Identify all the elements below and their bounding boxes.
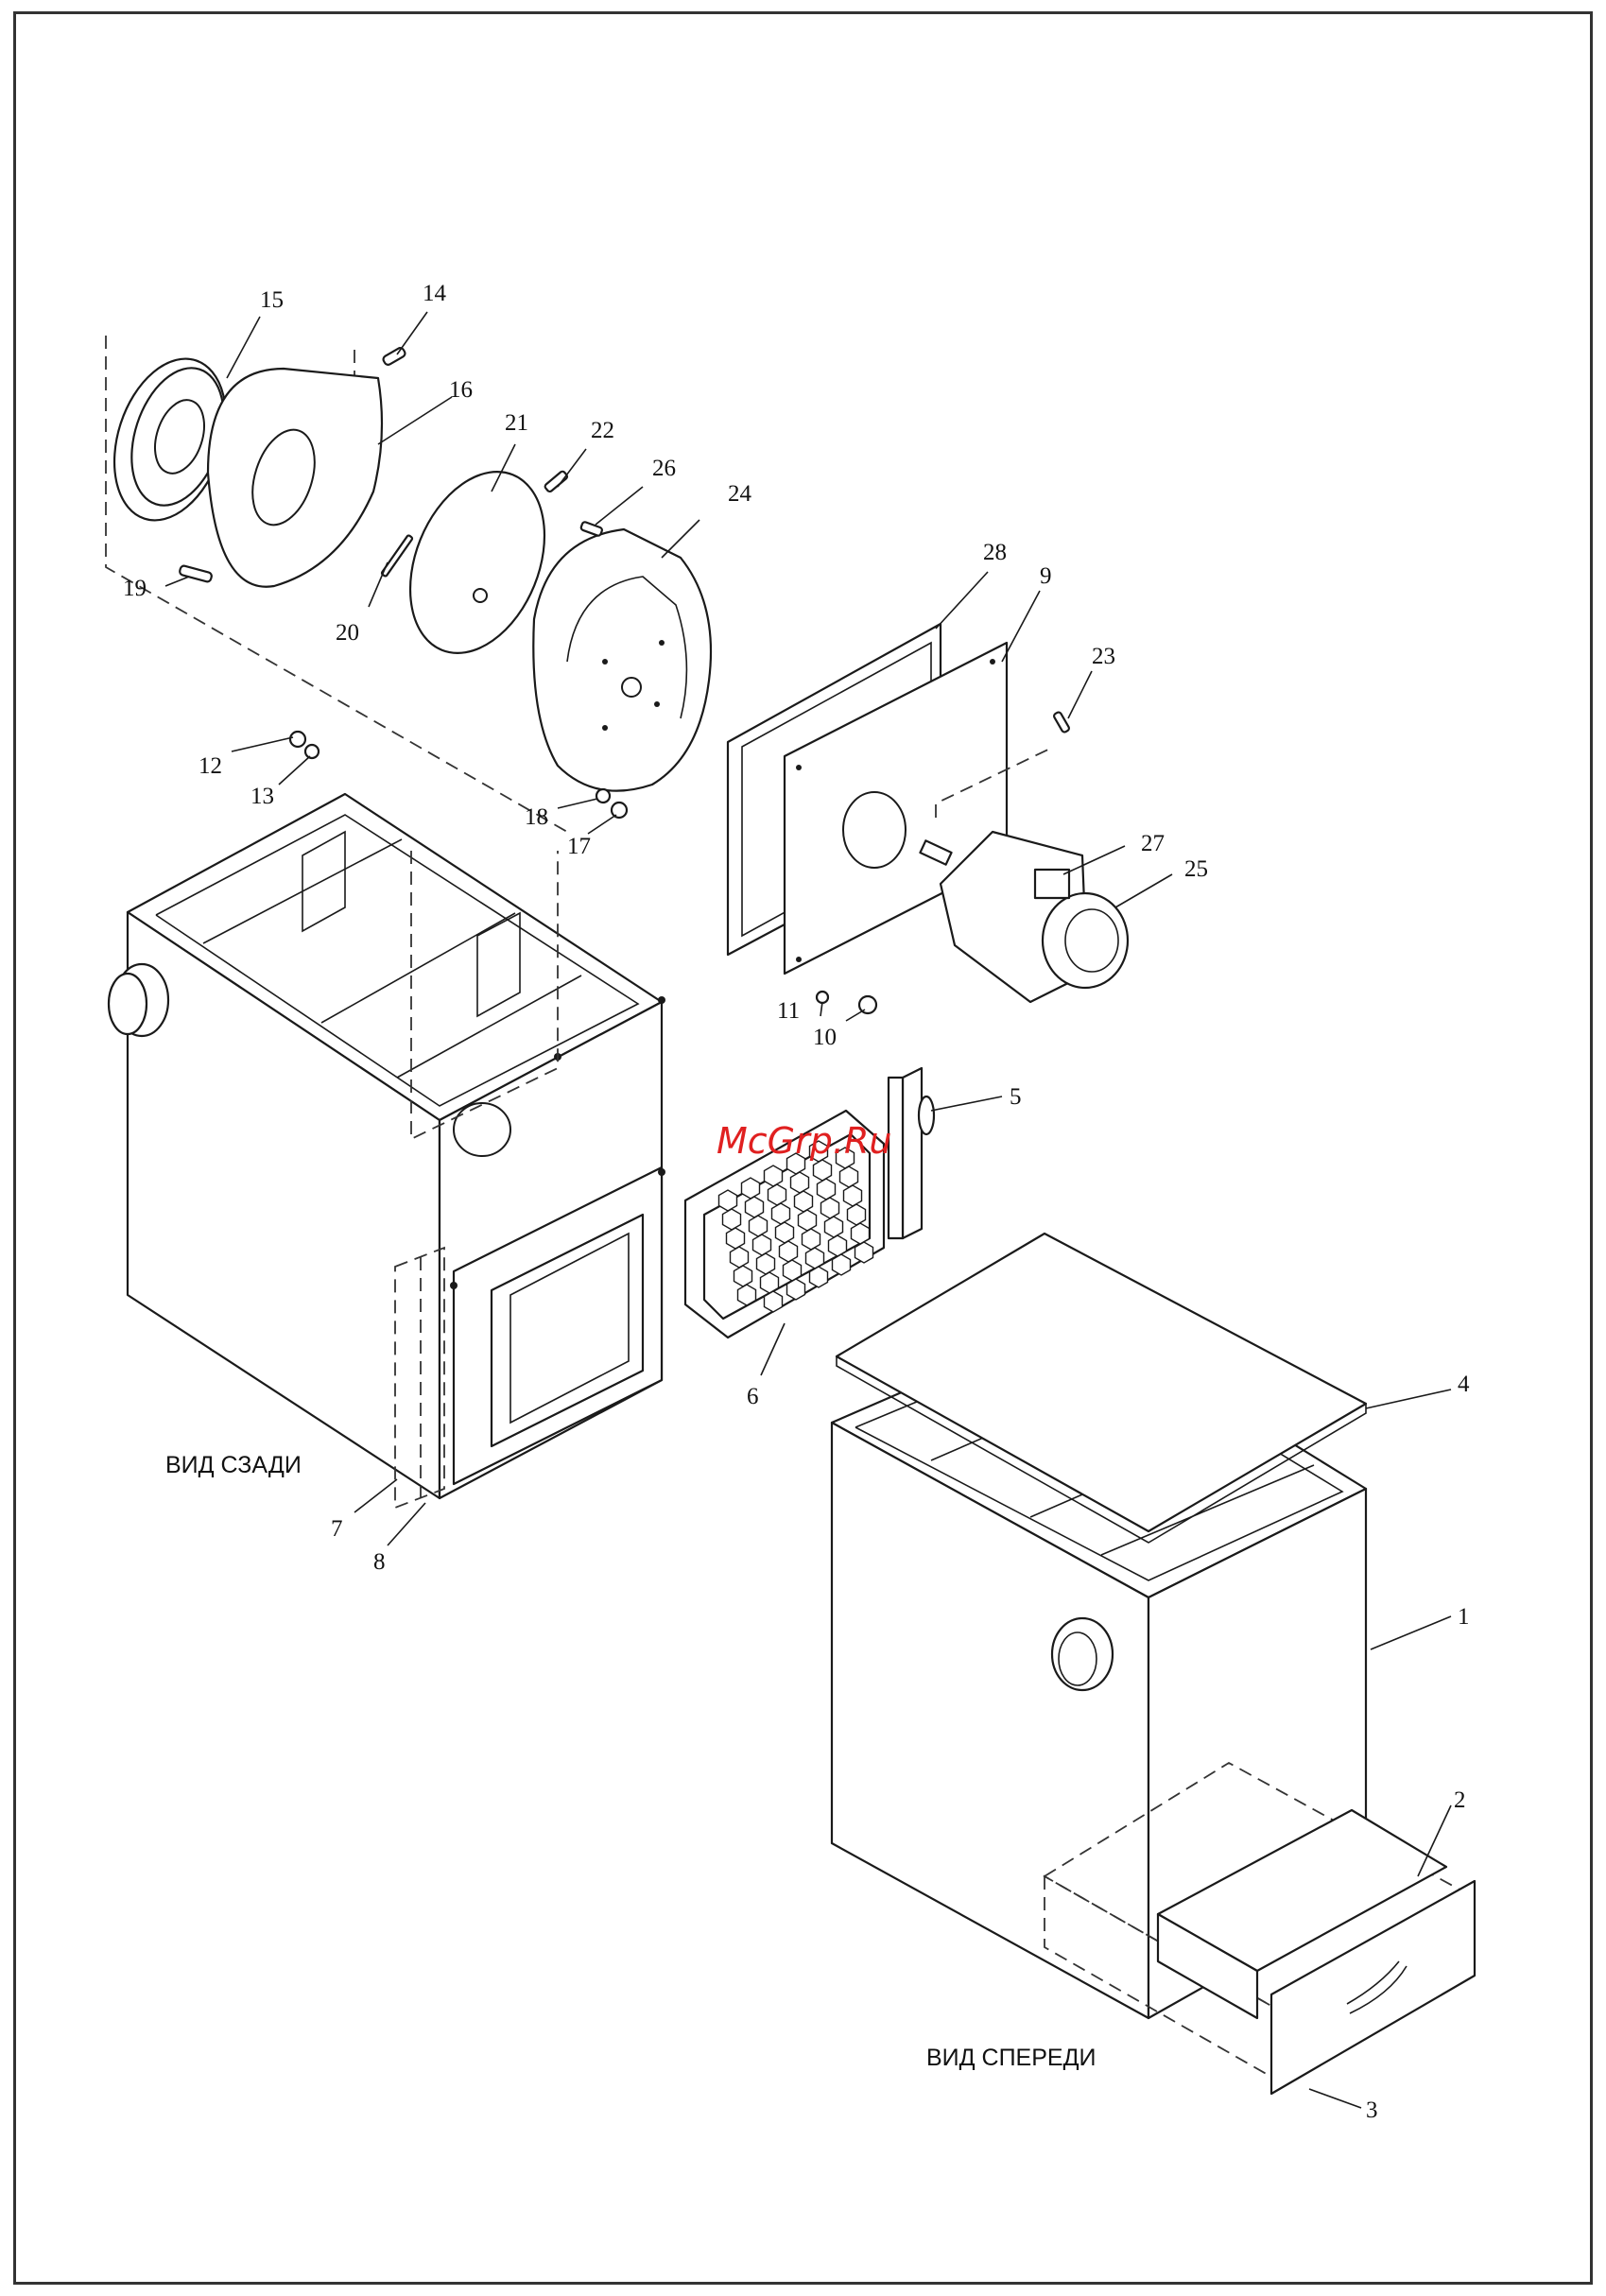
callout-9: 9 <box>1040 563 1052 589</box>
filter-cell <box>731 1247 749 1268</box>
callout-24: 24 <box>728 481 752 507</box>
filter-cell <box>765 1291 783 1312</box>
filter-cell <box>753 1234 771 1255</box>
filter-cell <box>803 1229 820 1250</box>
callout-19: 19 <box>123 576 147 601</box>
callout-28: 28 <box>983 540 1007 565</box>
filter-cell <box>780 1241 798 1262</box>
motor-plate-hole <box>843 792 906 868</box>
filter-cell <box>757 1253 775 1274</box>
filter-cell <box>791 1172 809 1193</box>
filter-cell <box>848 1204 866 1225</box>
callout-2: 2 <box>1454 1787 1466 1813</box>
washer-13 <box>305 745 319 758</box>
rear-view-caption: ВИД СЗАДИ <box>165 1452 302 1478</box>
screw-14 <box>382 347 406 367</box>
callout-4: 4 <box>1458 1372 1470 1397</box>
rear-cabinet <box>109 794 665 1508</box>
filter-cell <box>742 1178 760 1199</box>
motor-end-cap <box>1043 893 1128 988</box>
callout-23: 23 <box>1092 644 1115 669</box>
filter-cell <box>818 1179 836 1200</box>
filter-cell <box>810 1267 828 1287</box>
filter-cell <box>734 1266 752 1286</box>
pin-20 <box>381 535 413 577</box>
filter-cell <box>746 1197 764 1217</box>
filter-cell <box>829 1235 847 1256</box>
filter-cell <box>814 1160 832 1181</box>
filter-cell <box>787 1279 805 1300</box>
callout-21: 21 <box>505 410 528 436</box>
rear-fan-hole <box>454 1103 510 1156</box>
volute-24 <box>533 529 711 791</box>
filter-cell <box>768 1184 786 1205</box>
callout-15: 15 <box>260 287 284 313</box>
callout-22: 22 <box>591 418 614 443</box>
callout-13: 13 <box>250 784 274 809</box>
filter-cell <box>772 1203 790 1224</box>
retainer-5 <box>889 1068 934 1238</box>
filter-cell <box>821 1198 839 1218</box>
filter-cell <box>825 1217 843 1237</box>
callout-3: 3 <box>1366 2097 1378 2123</box>
filter-cell <box>833 1254 851 1275</box>
filter-cell <box>750 1216 768 1236</box>
filter-cell <box>784 1260 802 1281</box>
filter-cell <box>799 1210 817 1231</box>
filter-cell <box>844 1185 862 1206</box>
callout-7: 7 <box>331 1516 343 1542</box>
filter-cell <box>727 1228 745 1249</box>
washer-18 <box>596 789 610 803</box>
callout-27: 27 <box>1141 831 1165 856</box>
callout-17: 17 <box>567 834 591 859</box>
motor-plate-assembly <box>728 624 1128 1013</box>
filter-cell <box>776 1222 794 1243</box>
filter-cell <box>719 1190 737 1211</box>
callout-26: 26 <box>652 456 676 481</box>
screw-26 <box>580 521 603 536</box>
key-22 <box>544 471 568 493</box>
front-inlet-pipe <box>1052 1618 1113 1690</box>
filter-cell <box>806 1248 824 1269</box>
nut-12 <box>290 732 305 747</box>
screw-19 <box>179 565 212 582</box>
watermark: McGrp.Ru <box>717 1120 891 1162</box>
callout-10: 10 <box>813 1025 837 1050</box>
filter-cell <box>723 1209 741 1230</box>
callout-16: 16 <box>449 377 473 403</box>
filter-cell <box>840 1166 858 1187</box>
nut-17 <box>612 803 627 818</box>
callout-6: 6 <box>747 1384 759 1409</box>
callout-11: 11 <box>777 998 800 1024</box>
washer-11 <box>817 992 828 1003</box>
screw-23 <box>1053 711 1070 733</box>
callout-25: 25 <box>1184 856 1208 882</box>
callout-1: 1 <box>1458 1604 1470 1630</box>
filter-cell <box>852 1223 870 1244</box>
callout-20: 20 <box>336 620 359 646</box>
callout-5: 5 <box>1010 1084 1022 1110</box>
callout-18: 18 <box>525 804 548 830</box>
filter-cell <box>855 1242 873 1263</box>
callout-12: 12 <box>199 753 222 779</box>
filter-cell <box>765 1165 783 1186</box>
callout-8: 8 <box>373 1549 386 1575</box>
front-view-caption: ВИД СПЕРЕДИ <box>926 2045 1096 2071</box>
callout-14: 14 <box>423 281 447 306</box>
filter-cell <box>761 1272 779 1293</box>
filter-cell <box>738 1285 756 1305</box>
filter-cell <box>795 1191 813 1212</box>
